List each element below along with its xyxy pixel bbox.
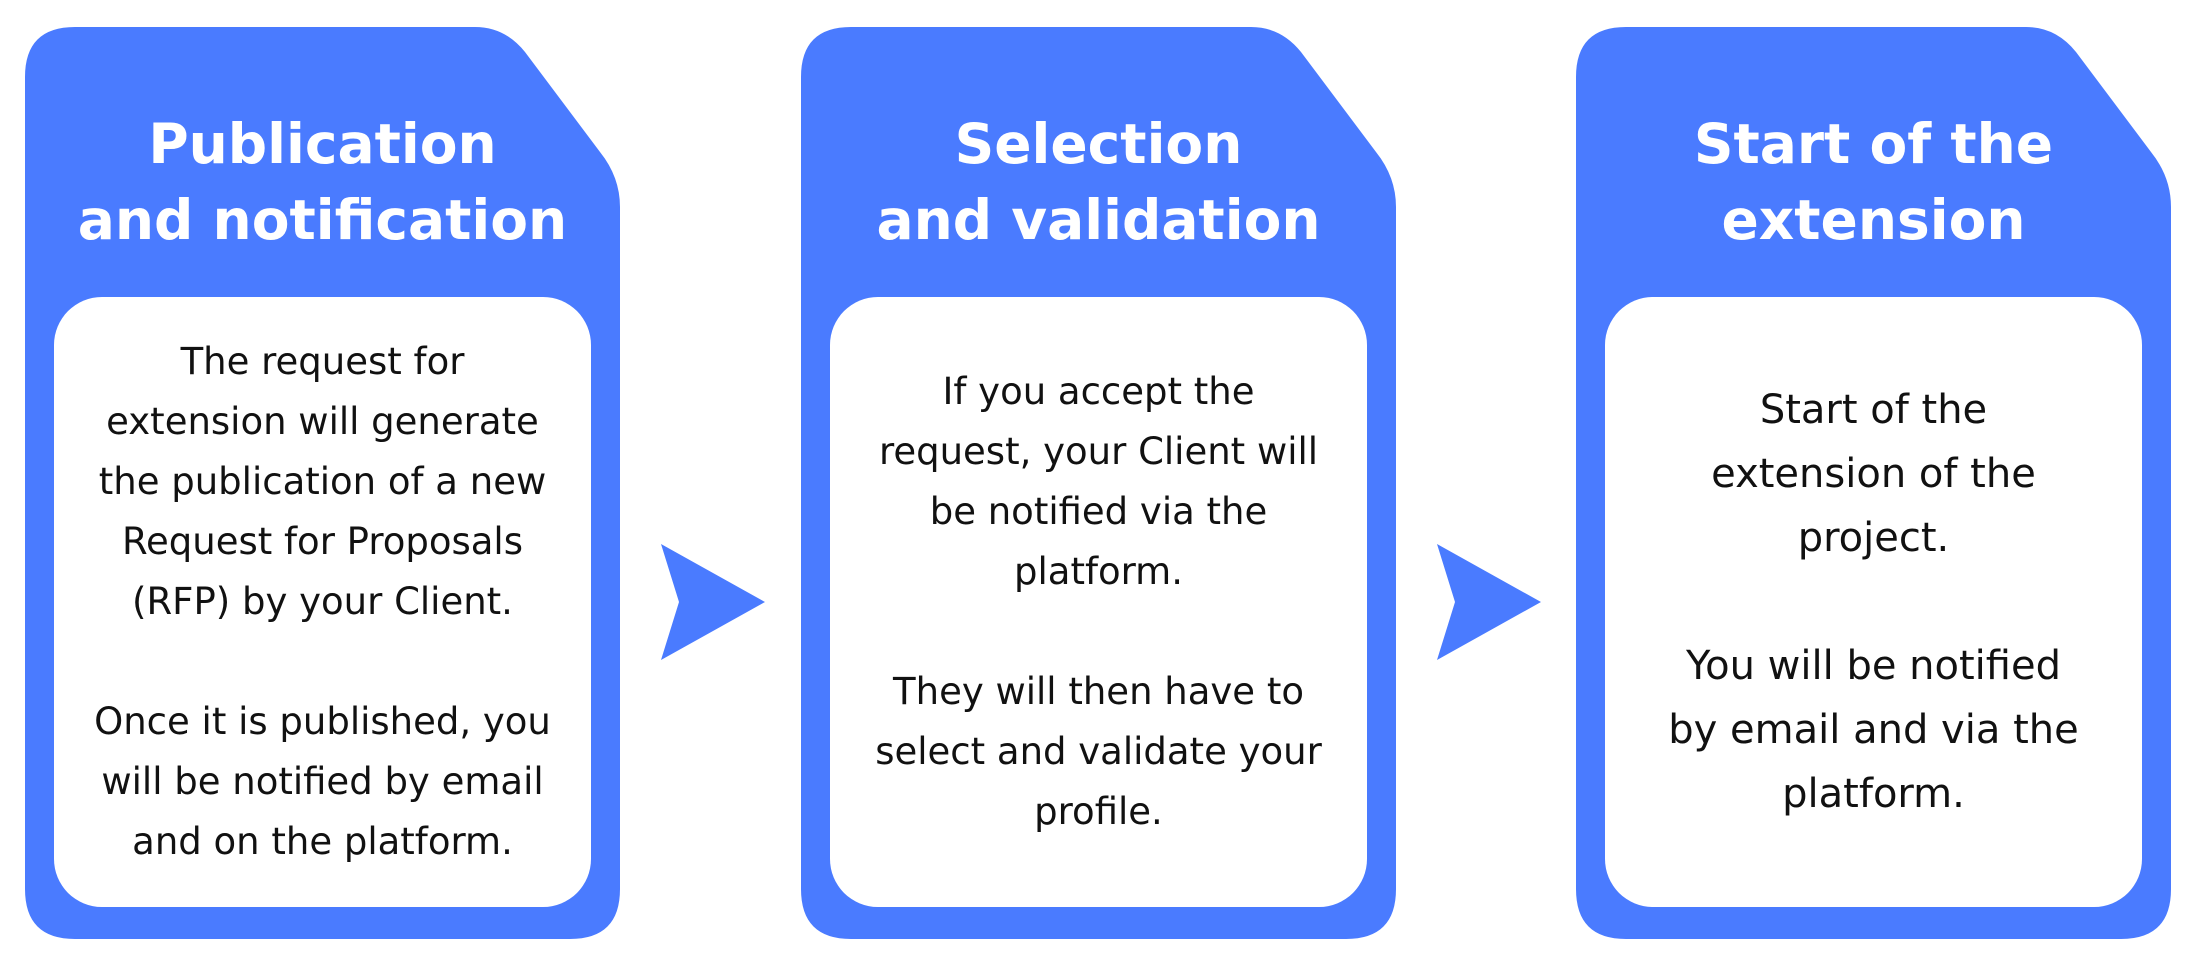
arrow-right-icon [1437,544,1541,660]
step-paragraph: Start of the extension of the project. [1711,387,2036,561]
step-paragraph: If you accept the request, your Client w… [878,370,1319,593]
step-card-selection: Selection and validation If you accept t… [801,27,1396,939]
step-paragraph: They will then have to select and valida… [875,670,1322,833]
step-description: The request for extension will generate … [54,297,591,907]
step-title: Publication and notification [77,112,568,252]
step-description: If you accept the request, your Client w… [830,297,1367,907]
step-title: Selection and validation [876,112,1321,252]
step-description: Start of the extension of the project. Y… [1605,297,2142,907]
step-title: Start of the extension [1693,112,2054,252]
step-paragraph: Once it is published, you will be notifi… [94,700,551,863]
step-card-publication: Publication and notification The request… [25,27,620,939]
step-paragraph: The request for extension will generate … [98,340,547,623]
step-paragraph: You will be notified by email and via th… [1668,643,2079,817]
step-card-start: Start of the extension Start of the exte… [1576,27,2171,939]
arrow-right-icon [661,544,765,660]
